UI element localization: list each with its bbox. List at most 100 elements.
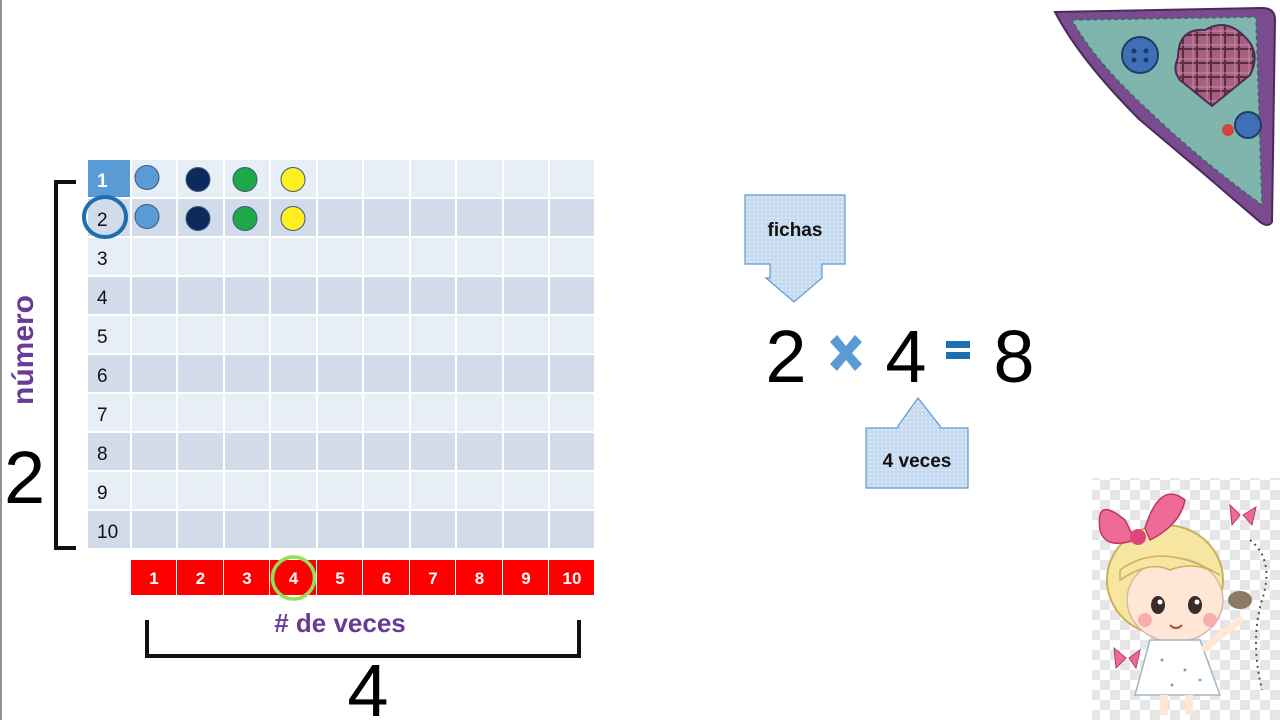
grid-cell <box>318 472 362 509</box>
grid-cell <box>132 277 176 314</box>
row-label: 9 <box>97 483 108 504</box>
column-number-cell <box>549 560 594 595</box>
grid-cell <box>457 160 502 197</box>
grid-cell <box>457 511 502 548</box>
column-number-cell <box>224 560 269 595</box>
grid-cell <box>457 433 502 470</box>
row-label: 8 <box>97 444 108 465</box>
grid-cell <box>457 277 502 314</box>
grid-cell <box>550 394 594 431</box>
equation-right-operand: 4 <box>885 315 926 398</box>
grid-cell <box>550 511 594 548</box>
grid-cell <box>271 433 316 470</box>
bow-icon <box>1098 508 1137 545</box>
column-number-cell <box>363 560 409 595</box>
quilted-corner-decoration <box>1053 6 1277 226</box>
grid-cell <box>504 394 548 431</box>
grid-cell <box>411 394 455 431</box>
grid-cell <box>178 472 223 509</box>
column-number-cell <box>410 560 455 595</box>
grid-cell <box>504 238 548 275</box>
grid-cell <box>364 472 409 509</box>
grid-cell <box>457 199 502 236</box>
counter-chip <box>232 206 258 231</box>
grid-cell <box>132 316 176 353</box>
row-label-cell <box>88 277 130 314</box>
horizontal-count: 4 <box>347 649 388 720</box>
grid-cell <box>318 433 362 470</box>
row-label-cell <box>88 433 130 470</box>
column-number-cell <box>456 560 502 595</box>
grid-cell <box>457 238 502 275</box>
grid-cell <box>550 277 594 314</box>
grid-cell <box>364 433 409 470</box>
column-brace <box>145 620 581 658</box>
grid-cell <box>178 316 223 353</box>
grid-cell <box>504 277 548 314</box>
grid-cell <box>132 511 176 548</box>
grid-cell <box>271 238 316 275</box>
grid-cell <box>178 433 223 470</box>
grid-cell <box>550 472 594 509</box>
grid-cell <box>457 394 502 431</box>
grid-cell <box>364 160 409 197</box>
column-number-cell <box>177 560 223 595</box>
horizontal-axis-label: # de veces <box>274 608 406 638</box>
column-number-label: 8 <box>475 569 484 588</box>
grid-cell <box>550 160 594 197</box>
row-label-cell <box>88 316 130 353</box>
row-label: 1 <box>97 171 108 192</box>
grid-cell <box>411 511 455 548</box>
grid-cell <box>178 394 223 431</box>
grid-cell <box>457 316 502 353</box>
grid-cell <box>504 511 548 548</box>
counter-chip <box>134 165 160 190</box>
grid-cell <box>132 394 176 431</box>
column-number-label: 2 <box>196 569 205 588</box>
butterfly-icon <box>1113 646 1141 670</box>
column-number-label: 1 <box>149 569 158 588</box>
row-label-cell <box>88 511 130 548</box>
grid-cell <box>178 355 223 392</box>
row-label-cell <box>88 394 130 431</box>
grid-cell <box>271 355 316 392</box>
row-label: 3 <box>97 249 108 270</box>
row-label-cell <box>88 355 130 392</box>
grid-cell <box>504 160 548 197</box>
grid-cell <box>411 199 455 236</box>
grid-cell <box>411 160 455 197</box>
highlighted-row-circle <box>82 195 128 239</box>
veces-callout-box <box>865 396 969 489</box>
grid-cell <box>271 394 316 431</box>
grid-cell <box>364 511 409 548</box>
grid-cell <box>504 199 548 236</box>
grid-cell <box>225 472 269 509</box>
column-number-label: 7 <box>428 569 437 588</box>
counter-chip <box>280 167 306 192</box>
fichas-callout-box <box>744 194 846 303</box>
row-label: 7 <box>97 405 108 426</box>
grid-cell <box>178 511 223 548</box>
grid-cell <box>550 355 594 392</box>
grid-cell <box>132 238 176 275</box>
column-number-label: 6 <box>382 569 391 588</box>
grid-cell <box>178 277 223 314</box>
girl-character-illustration <box>1092 478 1280 720</box>
grid-cell <box>225 511 269 548</box>
grid-cell <box>411 355 455 392</box>
row-label-cell <box>88 238 130 275</box>
grid-cell <box>178 238 223 275</box>
column-number-label: 10 <box>563 569 582 588</box>
row-label-cell <box>88 472 130 509</box>
highlighted-column-circle <box>270 555 317 601</box>
grid-cell <box>411 238 455 275</box>
grid-cell <box>457 355 502 392</box>
column-number-cell <box>131 560 176 595</box>
grid-cell <box>504 316 548 353</box>
grid-cell <box>271 511 316 548</box>
grid-cell <box>550 238 594 275</box>
grid-cell <box>550 199 594 236</box>
